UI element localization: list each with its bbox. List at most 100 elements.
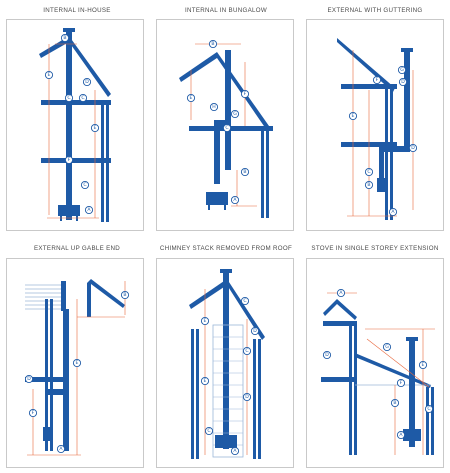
- svg-text:G: G: [233, 111, 237, 117]
- svg-text:C: C: [81, 95, 84, 101]
- label-badge: D: [408, 143, 418, 153]
- label-badge: C: [204, 426, 214, 436]
- svg-text:D: D: [411, 145, 415, 151]
- panel-1-title: INTERNAL IN-HOUSE: [43, 7, 111, 14]
- label-badge: G: [230, 109, 240, 119]
- svg-text:A: A: [339, 290, 343, 296]
- svg-text:E: E: [94, 125, 97, 131]
- label-badge: B: [364, 180, 374, 190]
- svg-text:A: A: [233, 448, 237, 454]
- label-badge: B: [120, 290, 130, 300]
- svg-text:C: C: [83, 182, 86, 188]
- svg-text:B: B: [63, 35, 66, 41]
- label-badge: D: [242, 392, 252, 402]
- svg-text:E: E: [48, 72, 51, 78]
- label-badge: E: [418, 360, 428, 370]
- svg-text:E: E: [422, 362, 425, 368]
- panel-4-title: EXTERNAL UP GABLE END: [33, 245, 121, 252]
- label-badge: C: [78, 93, 88, 103]
- svg-text:E: E: [204, 378, 207, 384]
- diagram-stove-in-single-storey-extension: A E D F G B C A: [306, 258, 444, 468]
- label-badge: C: [240, 296, 250, 306]
- panel-5-title: CHIMNEY STACK REMOVED FROM ROOF: [159, 245, 293, 252]
- svg-text:D: D: [325, 352, 329, 358]
- svg-text:G: G: [385, 344, 389, 350]
- svg-text:H: H: [212, 104, 215, 110]
- label-badge: E: [200, 376, 210, 386]
- label-badge: E: [44, 70, 54, 80]
- label-badge: F: [240, 89, 250, 99]
- svg-text:E: E: [190, 95, 193, 101]
- diagram-external-up-gable-end: B E D F A: [6, 258, 144, 468]
- label-badge: F: [372, 75, 382, 85]
- svg-text:D: D: [401, 79, 405, 85]
- svg-text:E: E: [204, 318, 207, 324]
- svg-text:C: C: [225, 125, 228, 131]
- label-badge: D: [322, 350, 332, 360]
- label-badge: A: [56, 444, 66, 454]
- panel-3-title: EXTERNAL WITH GUTTERING: [327, 7, 423, 14]
- diagram-internal-in-house: B E D C C E F C A: [6, 19, 144, 231]
- label-badge: A: [84, 205, 94, 215]
- label-badge: B: [390, 398, 400, 408]
- svg-text:B: B: [393, 400, 396, 406]
- label-badge: B: [60, 33, 70, 43]
- panel-6-title: STOVE IN SINGLE STOREY EXTENSION: [311, 245, 439, 252]
- svg-text:D: D: [85, 79, 89, 85]
- label-badge: G: [397, 65, 407, 75]
- label-badge: D: [398, 77, 408, 87]
- svg-text:D: D: [245, 394, 249, 400]
- label-badge: C: [64, 93, 74, 103]
- label-badge: E: [186, 93, 196, 103]
- label-badge: D: [82, 77, 92, 87]
- svg-text:A: A: [233, 197, 237, 203]
- svg-text:A: A: [399, 432, 403, 438]
- label-badge: C: [80, 180, 90, 190]
- svg-text:E: E: [76, 360, 79, 366]
- label-badge: F: [28, 408, 38, 418]
- svg-text:F: F: [68, 157, 71, 163]
- svg-text:B: B: [243, 169, 246, 175]
- svg-text:F: F: [32, 410, 35, 416]
- svg-text:C: C: [245, 348, 248, 354]
- label-badge: E: [200, 316, 210, 326]
- svg-text:A: A: [59, 446, 63, 452]
- svg-text:D: D: [27, 376, 31, 382]
- label-badge: A: [336, 288, 346, 298]
- label-badge: A: [396, 430, 406, 440]
- svg-text:C: C: [67, 95, 70, 101]
- label-badge: E: [348, 111, 358, 121]
- label-badge: G: [382, 342, 392, 352]
- label-badge: C: [364, 167, 374, 177]
- svg-text:B: B: [123, 292, 126, 298]
- label-badge: A: [388, 207, 398, 217]
- panel-2-title: INTERNAL IN BUNGALOW: [184, 7, 268, 14]
- label-badge: A: [230, 195, 240, 205]
- label-badge: B: [208, 39, 218, 49]
- label-badge: E: [90, 123, 100, 133]
- label-badge: F: [64, 155, 74, 165]
- svg-text:C: C: [367, 169, 370, 175]
- label-badge: C: [222, 123, 232, 133]
- svg-text:C: C: [207, 428, 210, 434]
- svg-text:C: C: [243, 298, 246, 304]
- svg-text:E: E: [352, 113, 355, 119]
- label-badge: H: [209, 102, 219, 112]
- label-badge: D: [24, 374, 34, 384]
- label-badge: E: [72, 358, 82, 368]
- svg-text:G: G: [400, 67, 404, 73]
- label-badge: A: [230, 446, 240, 456]
- svg-text:C: C: [427, 406, 430, 412]
- label-badge: F: [396, 378, 406, 388]
- label-badge: C: [424, 404, 434, 414]
- diagram-external-with-guttering: G F D E D C B A: [306, 19, 444, 231]
- diagram-chimney-stack-removed-from-roof: C E D C E D C A: [156, 258, 294, 468]
- svg-text:B: B: [367, 182, 370, 188]
- svg-text:A: A: [87, 207, 91, 213]
- svg-text:D: D: [253, 328, 257, 334]
- diagram-internal-in-bungalow: B E H F G C B A: [156, 19, 294, 231]
- svg-text:F: F: [244, 91, 247, 97]
- label-badge: C: [242, 346, 252, 356]
- svg-text:B: B: [211, 41, 214, 47]
- svg-text:F: F: [400, 380, 403, 386]
